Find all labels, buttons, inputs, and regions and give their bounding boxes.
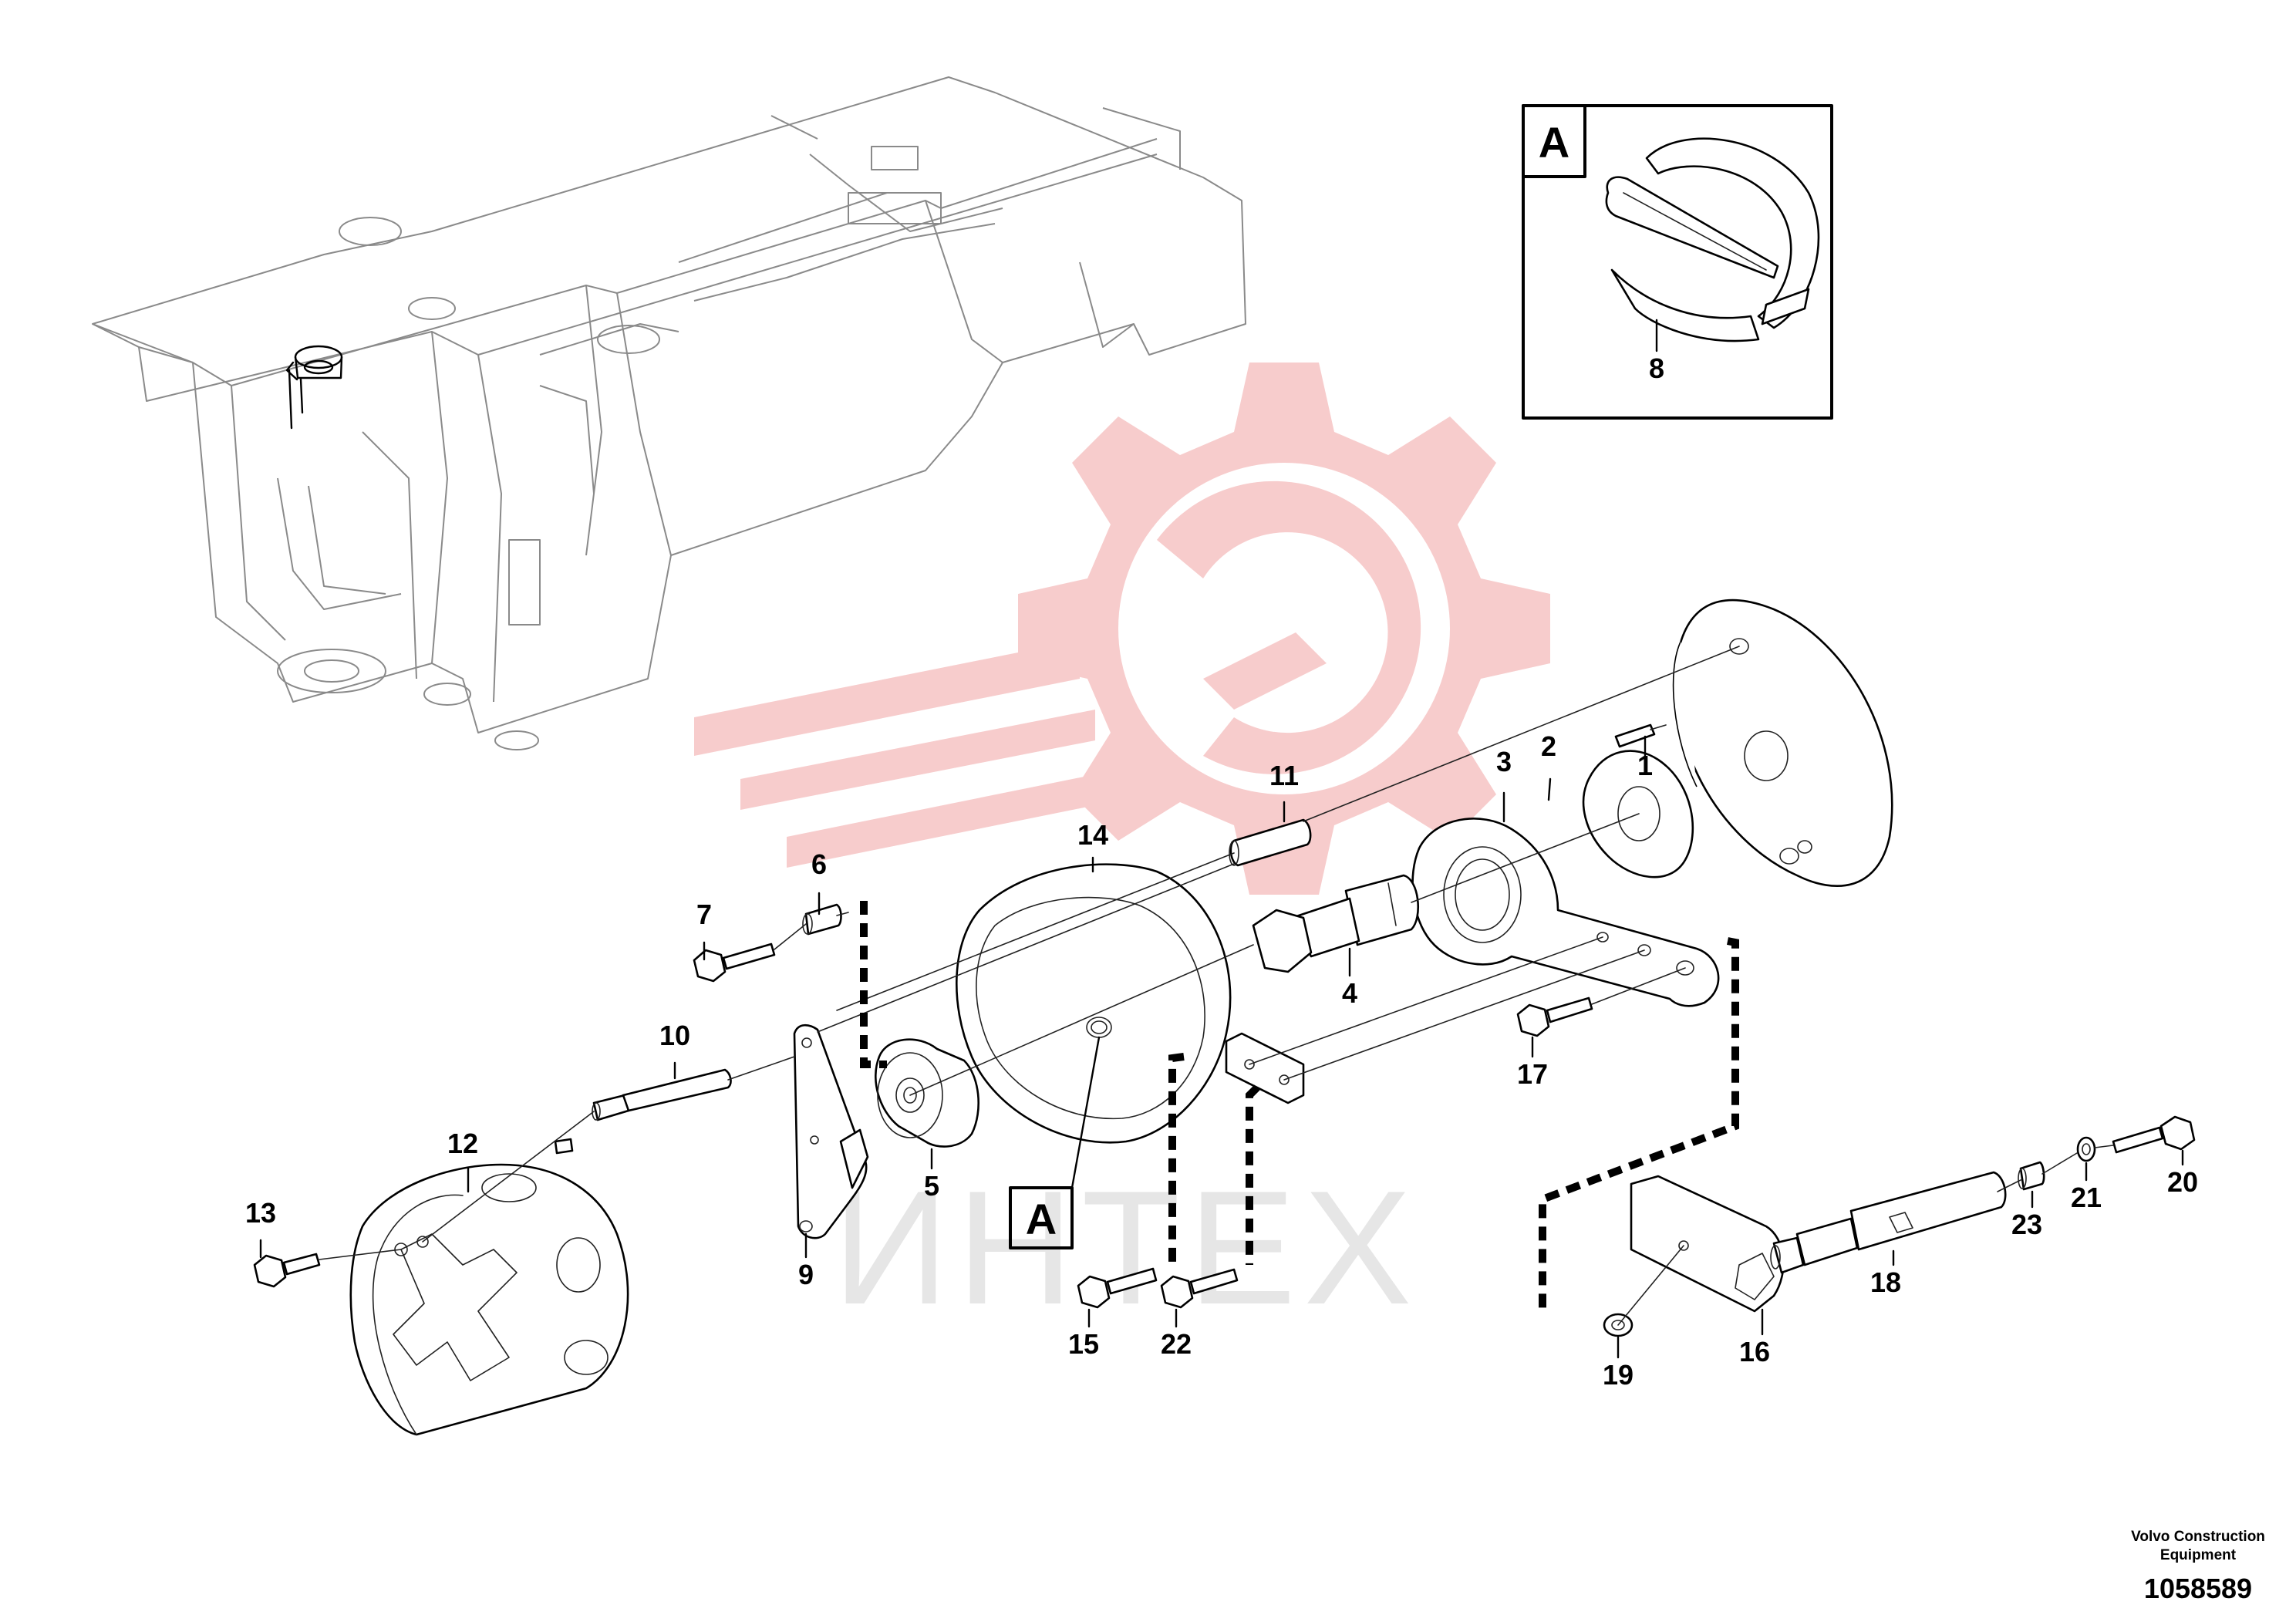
callout-leaders: [259, 735, 2184, 1359]
detail-view-label: A: [1539, 118, 1569, 167]
part-22-bolt: [1160, 1268, 1239, 1309]
frame-bearing-highlight: [285, 345, 343, 430]
callout-7: 7: [696, 899, 712, 930]
callout-15: 15: [1068, 1328, 1099, 1360]
part-21-washer: [2076, 1136, 2096, 1162]
watermark-text: ИНТЕХ: [832, 1157, 1419, 1338]
reference-marker-label: A: [1026, 1195, 1057, 1243]
callout-10: 10: [659, 1020, 690, 1051]
lock-ring-clip: [1605, 137, 1820, 342]
dashed-guides: [860, 901, 1739, 1311]
part-15-bolt: [1077, 1267, 1158, 1309]
part-6-spacer: [802, 903, 842, 936]
reference-marker-a: A: [1009, 1036, 1101, 1249]
callout-17: 17: [1517, 1058, 1548, 1090]
callout-23: 23: [2011, 1209, 2042, 1240]
callout-13: 13: [245, 1197, 276, 1229]
callout-4: 4: [1342, 977, 1357, 1009]
callout-22: 22: [1161, 1328, 1192, 1360]
part-16-link-plate: [1630, 1175, 1785, 1313]
callout-3: 3: [1496, 746, 1512, 777]
part-1-mounting-plate: [1672, 599, 1893, 888]
callout-20: 20: [2167, 1166, 2198, 1198]
part-9-bracket: [793, 1023, 869, 1239]
callout-6: 6: [811, 848, 827, 880]
callout-18: 18: [1870, 1266, 1901, 1298]
callout-16: 16: [1739, 1336, 1770, 1367]
callout-5: 5: [924, 1170, 939, 1202]
watermark-gear-logo: [694, 363, 1550, 895]
part-17-bolt: [1516, 996, 1593, 1037]
part-3-bearing-housing: [1411, 818, 1720, 1007]
credit-line-2: Equipment: [2160, 1547, 2237, 1563]
callout-19: 19: [1603, 1359, 1633, 1391]
callout-labels: 1 2 3 4 5 6 7 8 9 10 11 12 13 14 15 16 1…: [245, 352, 2198, 1391]
part-23-bushing: [2018, 1161, 2045, 1191]
credit-line-1: Volvo Construction: [2131, 1529, 2265, 1545]
part-12-guard: [349, 1138, 629, 1436]
callout-12: 12: [447, 1128, 478, 1159]
part-5-pulley: [875, 1038, 979, 1148]
callout-1: 1: [1637, 750, 1653, 781]
watermark: ИНТЕХ: [694, 363, 1550, 1338]
part-11-sleeve: [1229, 818, 1312, 867]
part-14-band: [956, 863, 1232, 1144]
part-4-shaft: [1252, 874, 1420, 973]
part-10-pin: [592, 1068, 732, 1121]
part-18-shaft: [1770, 1171, 2007, 1274]
assembly-lines: [319, 646, 2114, 1326]
part-20-bolt: [2112, 1115, 2196, 1154]
callout-21: 21: [2071, 1182, 2102, 1213]
drawing-number: 1058589: [2144, 1573, 2252, 1604]
callout-11: 11: [1269, 760, 1299, 791]
callout-8: 8: [1649, 352, 1664, 384]
footer: Volvo Construction Equipment 1058589: [2131, 1529, 2265, 1604]
part-13-bolt: [253, 1253, 321, 1288]
mounting-bracket: [1225, 1032, 1305, 1104]
part-7-bolt: [693, 943, 776, 983]
callout-14: 14: [1077, 819, 1108, 851]
callout-2: 2: [1541, 730, 1556, 762]
detail-view-a: A: [1522, 104, 1833, 420]
dowel-pin: [1614, 723, 1656, 748]
machine-frame: [92, 76, 1246, 750]
callout-9: 9: [798, 1259, 814, 1290]
